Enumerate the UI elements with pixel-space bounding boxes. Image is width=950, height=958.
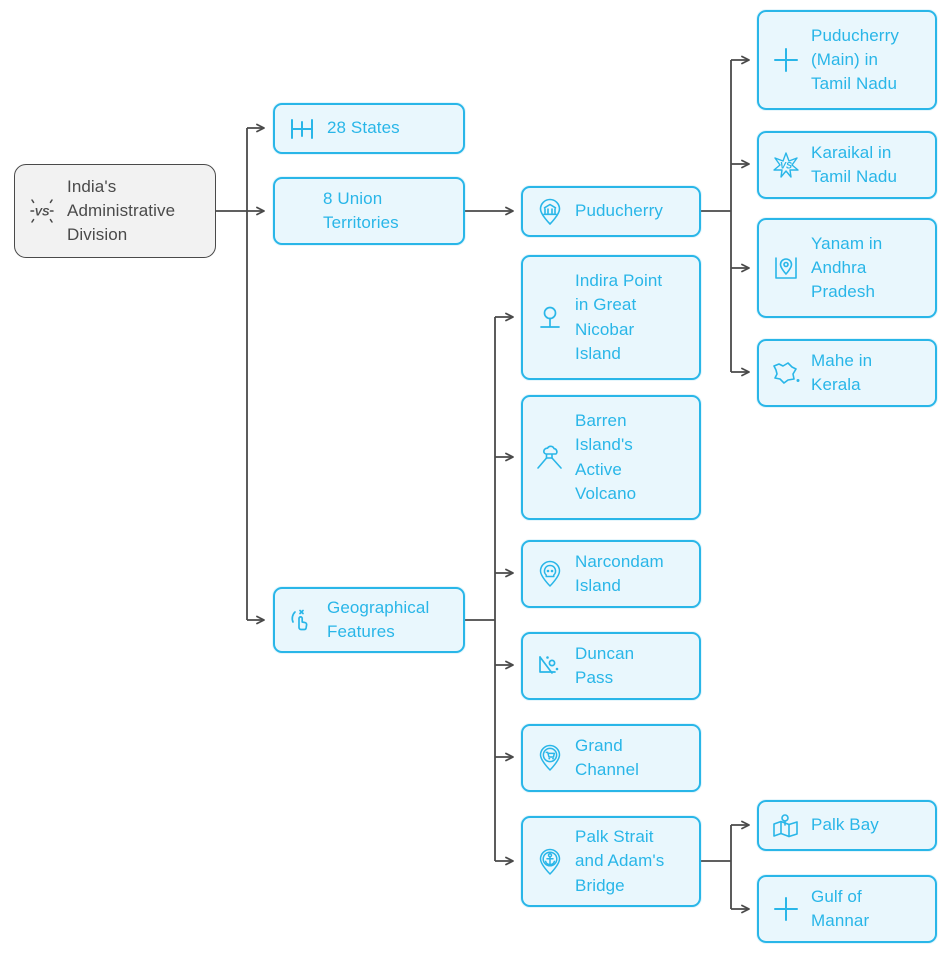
folded-map-pin-icon: [771, 811, 801, 841]
node-barren-island[interactable]: Barren Island's Active Volcano: [521, 395, 701, 520]
node-root-label: India's Administrative Division: [67, 176, 176, 245]
node-geographical-features-label: Geographical Features: [327, 597, 430, 641]
node-puducherry-label: Puducherry: [575, 201, 663, 221]
node-gulf-of-mannar-label: Gulf of Mannar: [811, 886, 870, 930]
node-root[interactable]: VS India's Administrative Division: [14, 164, 216, 258]
versus-icon: VS: [27, 196, 57, 226]
volcano-icon: [535, 443, 565, 473]
svg-text:VS: VS: [780, 161, 792, 171]
node-narcondam-island-label: Narcondam Island: [575, 551, 664, 595]
map-pin-card-icon: [771, 253, 801, 283]
node-geographical-features[interactable]: Geographical Features: [273, 587, 465, 653]
cart-pin-icon: [535, 743, 565, 773]
slope-scatter-icon: [535, 651, 565, 681]
node-indira-point[interactable]: Indira Point in Great Nicobar Island: [521, 255, 701, 380]
skull-pin-icon: [535, 559, 565, 589]
marker-post-icon: [535, 303, 565, 333]
node-narcondam-island[interactable]: Narcondam Island: [521, 540, 701, 608]
svg-text:VS: VS: [35, 207, 50, 219]
anchor-pin-icon: [535, 847, 565, 877]
node-grand-channel[interactable]: Grand Channel: [521, 724, 701, 792]
node-grand-channel-label: Grand Channel: [575, 735, 640, 779]
node-mahe-label: Mahe in Kerala: [811, 350, 873, 394]
node-28-states-label: 28 States: [327, 118, 400, 138]
plus-icon: [771, 45, 801, 75]
node-palk-strait-label: Palk Strait and Adam's Bridge: [575, 827, 665, 895]
h-beam-icon: [287, 114, 317, 144]
node-duncan-pass[interactable]: Duncan Pass: [521, 632, 701, 700]
click-hand-icon: [287, 605, 317, 635]
node-mahe[interactable]: Mahe in Kerala: [757, 339, 937, 407]
node-28-states[interactable]: 28 States: [273, 103, 465, 154]
node-palk-strait[interactable]: Palk Strait and Adam's Bridge: [521, 816, 701, 907]
node-duncan-pass-label: Duncan Pass: [575, 643, 635, 687]
node-karaikal-label: Karaikal in Tamil Nadu: [811, 142, 898, 186]
plus-icon: [771, 894, 801, 924]
node-gulf-of-mannar[interactable]: Gulf of Mannar: [757, 875, 937, 943]
node-union-territories[interactable]: 8 Union Territories: [273, 177, 465, 245]
node-yanam-label: Yanam in Andhra Pradesh: [811, 233, 883, 302]
versus-burst-icon: VS: [771, 150, 801, 180]
node-palk-bay[interactable]: Palk Bay: [757, 800, 937, 851]
node-indira-point-label: Indira Point in Great Nicobar Island: [575, 271, 663, 363]
region-outline-icon: [771, 358, 801, 388]
node-yanam[interactable]: Yanam in Andhra Pradesh: [757, 218, 937, 318]
node-puducherry-main-label: Puducherry (Main) in Tamil Nadu: [811, 25, 899, 94]
node-puducherry-main[interactable]: Puducherry (Main) in Tamil Nadu: [757, 10, 937, 110]
bank-pin-icon: [535, 197, 565, 227]
node-barren-island-label: Barren Island's Active Volcano: [575, 411, 637, 503]
node-union-territories-label: 8 Union Territories: [323, 188, 399, 232]
node-palk-bay-label: Palk Bay: [811, 815, 879, 835]
node-karaikal[interactable]: VS Karaikal in Tamil Nadu: [757, 131, 937, 199]
node-puducherry[interactable]: Puducherry: [521, 186, 701, 237]
